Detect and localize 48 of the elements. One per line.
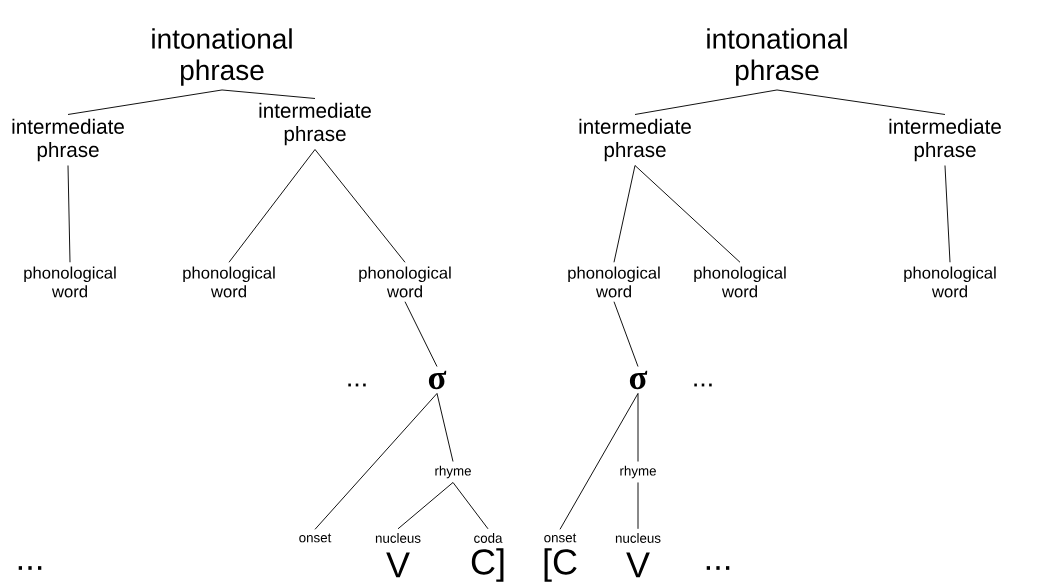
ellipsis: ... <box>706 566 730 570</box>
tree-branch <box>314 149 406 263</box>
phrase-label: intermediate phrase <box>889 118 1001 162</box>
tree-branch <box>559 393 639 530</box>
tree-branch <box>228 149 316 263</box>
word-label: phonological word <box>904 266 996 298</box>
phrase-label: intonational phrase <box>707 28 847 86</box>
ellipsis: ... <box>18 566 42 570</box>
constituent-label: coda <box>474 533 503 543</box>
tree-branch <box>67 89 223 115</box>
tree-branch <box>613 165 636 263</box>
segment-letter: V <box>626 552 650 578</box>
constituent-label: rhyme <box>620 465 656 479</box>
constituent-label: nucleus <box>375 533 421 543</box>
word-label: phonological word <box>183 266 275 298</box>
tree-branch <box>776 89 946 115</box>
constituent-label: onset <box>544 533 577 543</box>
word-label: phonological word <box>359 266 451 298</box>
phrase-label: intermediate phrase <box>259 102 371 146</box>
tree-branch <box>452 482 489 530</box>
constituent-label: nucleus <box>615 533 661 543</box>
segment-letter: C] <box>471 548 504 582</box>
phrase-label: intermediate phrase <box>579 118 691 162</box>
segment-letter: [C <box>544 548 577 582</box>
segment-letter: V <box>386 552 410 578</box>
word-label: phonological word <box>694 266 786 298</box>
tree-branch <box>221 89 316 99</box>
syllable-symbol: σ <box>629 370 648 390</box>
tree-branch <box>637 482 639 530</box>
tree-branch <box>944 165 951 263</box>
tree-branch <box>613 301 639 367</box>
tree-branch <box>436 393 454 462</box>
tree-branch <box>634 165 741 263</box>
phrase-label: intermediate phrase <box>12 118 124 162</box>
ellipsis: ... <box>348 383 366 387</box>
constituent-label: onset <box>299 533 332 543</box>
word-label: phonological word <box>24 266 116 298</box>
constituent-label: rhyme <box>435 465 471 479</box>
phrase-label: intonational phrase <box>152 28 292 86</box>
tree-branch <box>67 165 71 263</box>
tree-branch <box>637 393 639 462</box>
tree-branch <box>634 89 778 115</box>
tree-branch <box>397 482 454 530</box>
word-label: phonological word <box>568 266 660 298</box>
tree-branch <box>404 301 438 367</box>
ellipsis: ... <box>694 383 712 387</box>
tree-branch <box>314 393 438 530</box>
syllable-symbol: σ <box>428 370 447 390</box>
